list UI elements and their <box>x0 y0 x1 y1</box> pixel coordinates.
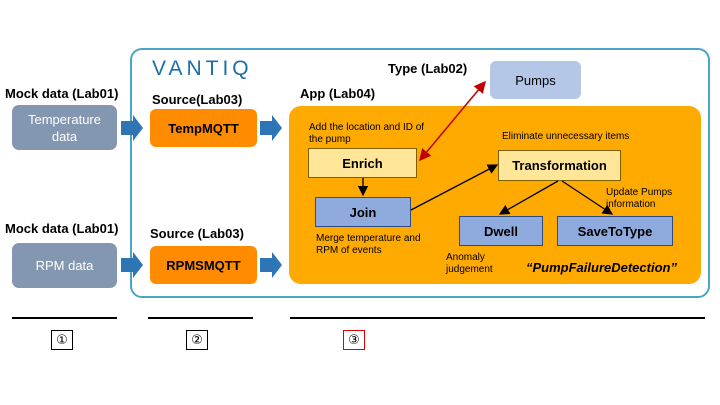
savetotype-box: SaveToType <box>557 216 673 246</box>
pumps-text: Pumps <box>515 72 556 88</box>
mock-data-label-2: Mock data (Lab01) <box>5 221 119 236</box>
flow-arrow-icon <box>498 180 559 215</box>
source-label-1: Source(Lab03) <box>152 92 243 107</box>
dwell-text: Dwell <box>484 223 518 239</box>
flow-arrow-icon <box>561 180 614 215</box>
bidirectional-red-arrow-icon <box>419 80 486 162</box>
rpm-data-text: RPM data <box>35 258 94 273</box>
merge-note: Merge temperature and RPM of events <box>316 233 421 256</box>
eliminate-note: Eliminate unnecessary items <box>502 131 630 142</box>
update-pumps-note: Update Pumps information <box>606 187 673 210</box>
section-1-number: ① <box>51 330 73 350</box>
app-panel <box>289 106 701 284</box>
flow-arrow-icon <box>410 164 499 211</box>
rpmsmqtt-box: RPMSMQTT <box>150 246 257 284</box>
transformation-box: Transformation <box>498 150 621 181</box>
join-box: Join <box>315 197 411 227</box>
add-location-note: Add the location and ID of the pump <box>309 122 425 145</box>
dwell-box: Dwell <box>459 216 543 246</box>
blue-block-arrow-icon <box>121 115 143 141</box>
section-1-line <box>12 317 117 319</box>
tempmqtt-box: TempMQTT <box>150 109 257 147</box>
blue-block-arrow-icon <box>260 252 282 278</box>
source-label-2: Source (Lab03) <box>150 226 244 241</box>
temperature-data-text: Temperature data <box>28 111 101 144</box>
join-text: Join <box>349 204 377 220</box>
enrich-text: Enrich <box>342 155 383 171</box>
tempmqtt-text: TempMQTT <box>168 120 239 136</box>
blue-block-arrow-icon <box>121 252 143 278</box>
transformation-text: Transformation <box>512 158 607 173</box>
vantiq-platform-frame <box>130 48 710 298</box>
anomaly-note: Anomaly judgement <box>446 252 493 275</box>
section-3-number: ③ <box>343 330 365 350</box>
rpmsmqtt-text: RPMSMQTT <box>166 257 241 273</box>
app-name: “PumpFailureDetection” <box>526 260 677 275</box>
section-3-line <box>290 317 705 319</box>
section-2-line <box>148 317 253 319</box>
enrich-box: Enrich <box>308 148 417 178</box>
temperature-data-box: Temperature data <box>12 105 117 150</box>
rpm-data-box: RPM data <box>12 243 117 288</box>
type-label: Type (Lab02) <box>388 61 468 76</box>
section-2-number: ② <box>186 330 208 350</box>
vantiq-logo: VANTIQ <box>152 57 253 80</box>
app-label: App (Lab04) <box>300 86 376 101</box>
mock-data-label-1: Mock data (Lab01) <box>5 86 119 101</box>
pumps-box: Pumps <box>490 61 581 99</box>
savetotype-text: SaveToType <box>577 223 653 239</box>
blue-block-arrow-icon <box>260 115 282 141</box>
